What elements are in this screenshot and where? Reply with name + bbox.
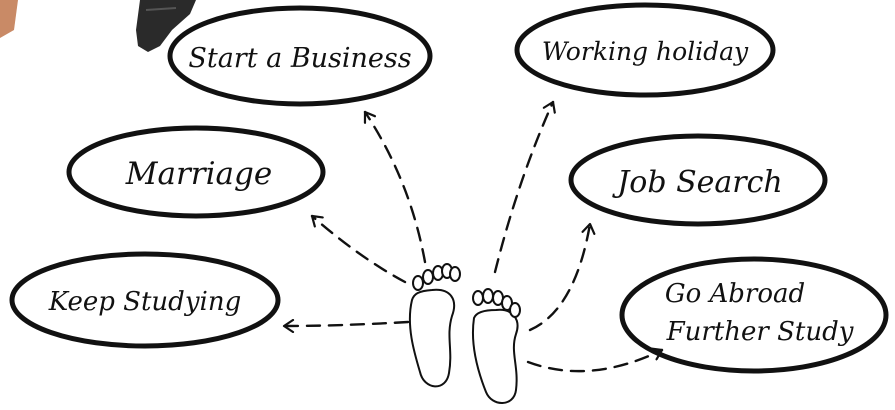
option-job-search-ellipse (568, 133, 828, 227)
arrow-to-job-search (528, 222, 590, 332)
option-start-business-ellipse (167, 5, 433, 107)
option-go-abroad-label-line2: Further Study (666, 317, 854, 347)
option-working-holiday-ellipse (514, 2, 776, 98)
option-keep-studying-ellipse (9, 251, 281, 349)
arrow-to-marriage (310, 214, 407, 284)
option-marriage-ellipse (66, 125, 326, 219)
option-job-search-label: Job Search (611, 165, 782, 200)
arrow-to-go-abroad (526, 350, 664, 373)
arrow-to-working-holiday (493, 100, 553, 274)
dashed-arrow-icon (282, 100, 664, 373)
option-working-holiday-label: Working holiday (542, 37, 749, 66)
option-start-business-label: Start a Business (188, 43, 411, 74)
arrow-to-start-business (363, 110, 427, 264)
left-foot (408, 288, 456, 388)
option-keep-studying-label: Keep Studying (48, 287, 241, 317)
option-marriage-label: Marriage (125, 156, 272, 192)
arrow-to-keep-studying (282, 322, 410, 326)
footprints-icon (408, 263, 521, 404)
option-go-abroad-ellipse (619, 256, 889, 374)
shoe-icon (0, 0, 196, 52)
right-foot (471, 308, 519, 404)
option-go-abroad-label-line1: Go Abroad (665, 279, 805, 309)
